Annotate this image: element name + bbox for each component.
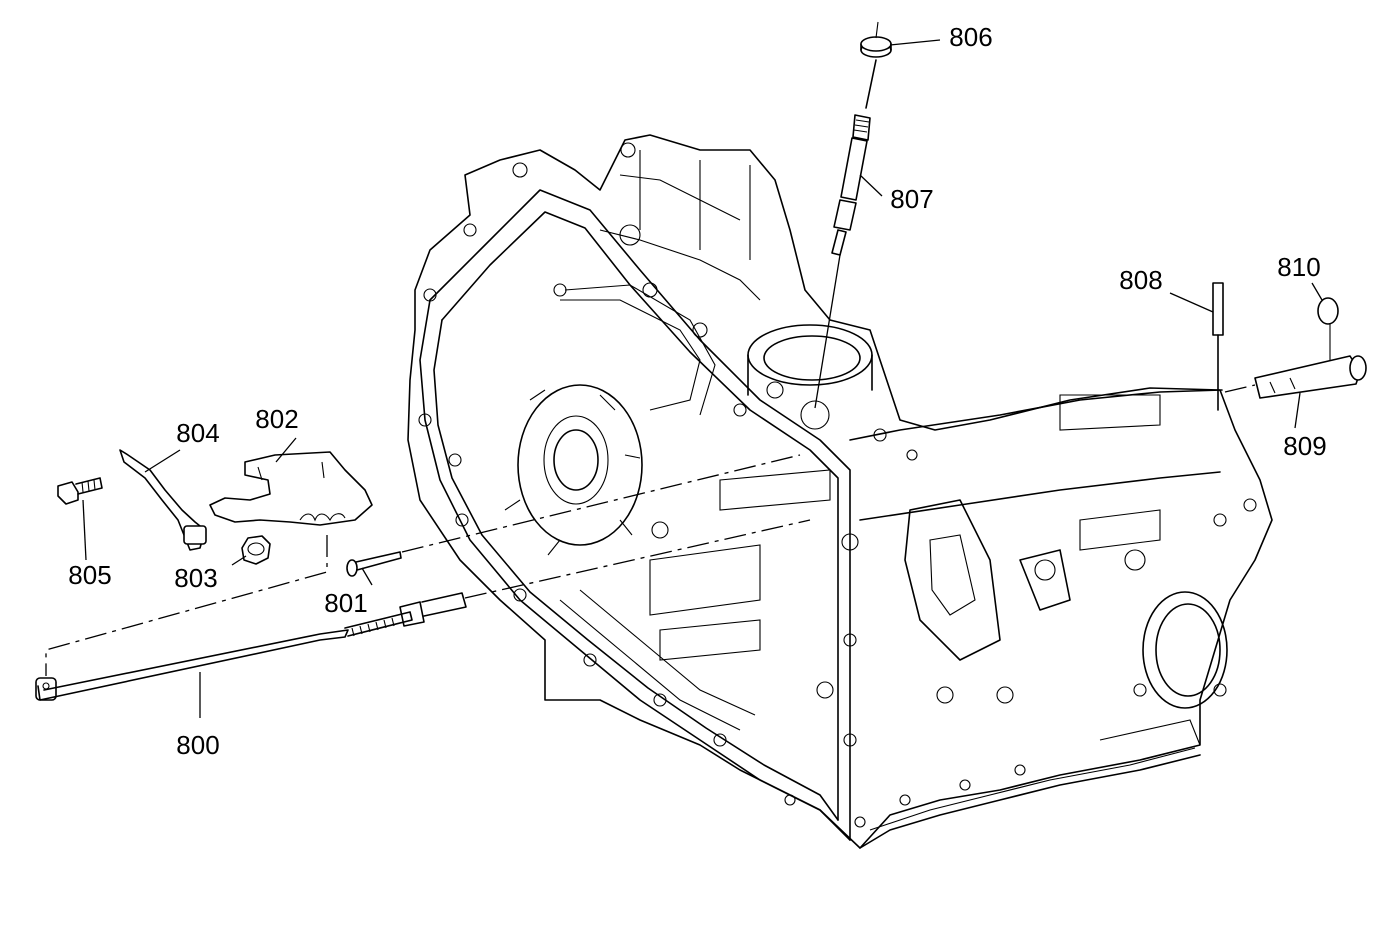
bolt-805 (57, 477, 103, 505)
pin-808 (1212, 282, 1224, 411)
callout-801: 801 (324, 588, 367, 618)
callout-808: 808 (1119, 265, 1162, 295)
transmission-case (407, 134, 1273, 849)
sleeve-809 (1254, 355, 1367, 399)
callout-805: 805 (68, 560, 111, 590)
detent-lever-802 (209, 451, 373, 526)
o-ring-810 (1317, 297, 1339, 360)
cap-806 (860, 21, 892, 58)
leader-lines (82, 39, 1323, 718)
alignment-lines (45, 384, 1256, 676)
valve-807 (831, 59, 877, 256)
manual-shaft-800 (35, 592, 467, 701)
callout-804: 804 (176, 418, 219, 448)
callout-809: 809 (1283, 431, 1326, 461)
callouts: 800 801 802 803 804 805 806 807 808 809 … (68, 22, 1326, 760)
spring-804 (119, 449, 207, 551)
callout-807: 807 (890, 184, 933, 214)
callout-802: 802 (255, 404, 298, 434)
callout-810: 810 (1277, 252, 1320, 282)
callout-806: 806 (949, 22, 992, 52)
pin-801 (346, 551, 402, 577)
nut-803 (241, 535, 271, 565)
callout-800: 800 (176, 730, 219, 760)
callout-803: 803 (174, 563, 217, 593)
